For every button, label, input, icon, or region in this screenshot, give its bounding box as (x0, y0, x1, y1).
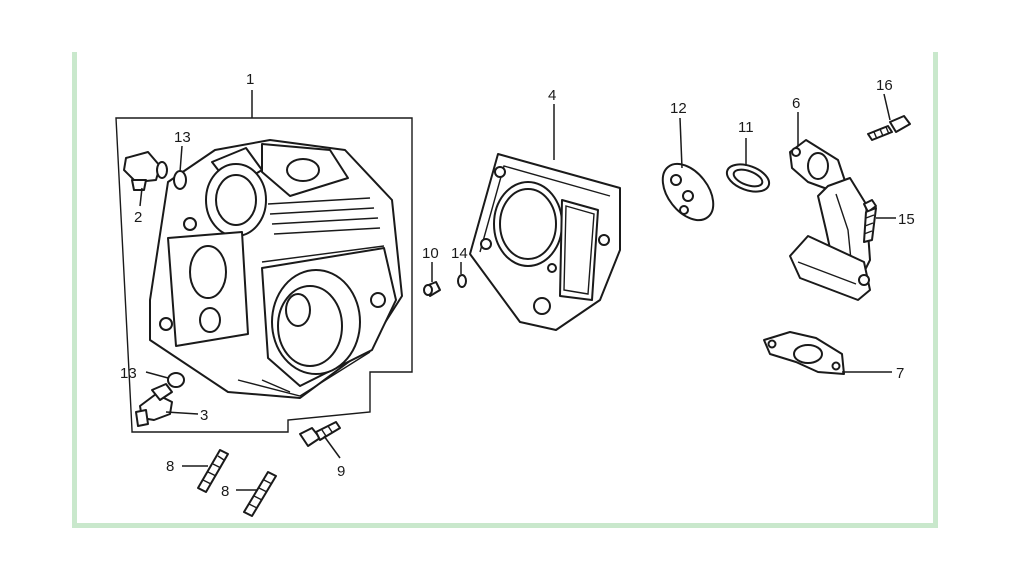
callout-12: 12 (670, 100, 687, 117)
part-9-flange-bolt (299, 421, 341, 447)
part-15-stud (863, 199, 877, 243)
part-16-bolt (867, 115, 911, 141)
part-13-o-ring-top (173, 170, 187, 190)
cylinder-head (149, 139, 403, 399)
callout-2: 2 (134, 209, 142, 226)
part-3-fitting (135, 383, 173, 427)
callout-1: 1 (246, 71, 254, 88)
callout-3: 3 (200, 407, 208, 424)
part-7-gasket (763, 331, 845, 375)
callout-6: 6 (792, 95, 800, 112)
callout-13-bottom: 13 (120, 365, 137, 382)
callout-14: 14 (451, 245, 468, 262)
callout-numbers: 1 2 3 4 6 7 8 8 9 10 11 12 13 13 14 15 1… (120, 71, 915, 500)
part-11-o-ring (725, 163, 771, 193)
part-10-dowel (423, 281, 441, 297)
leader-lines (139, 90, 896, 491)
assembly-bracket-outline (115, 117, 413, 433)
callout-10: 10 (422, 245, 439, 262)
part-8-stud-upper (197, 449, 229, 493)
part-4-head-gasket (469, 153, 621, 331)
part-2-fitting (123, 151, 168, 191)
callout-16: 16 (876, 77, 893, 94)
part-6-intake-manifold (789, 139, 871, 301)
part-12-plate (661, 162, 715, 222)
callout-8-upper: 8 (166, 458, 174, 475)
part-14-ring (457, 274, 467, 288)
callout-15: 15 (898, 211, 915, 228)
part-13-o-ring-bottom (167, 372, 185, 388)
callout-4: 4 (548, 87, 556, 104)
callout-9: 9 (337, 463, 345, 480)
callout-11: 11 (738, 119, 754, 136)
callout-8-lower: 8 (221, 483, 229, 500)
part-8-stud-lower (243, 471, 277, 517)
callout-7: 7 (896, 365, 904, 382)
callout-13-top: 13 (174, 129, 191, 146)
